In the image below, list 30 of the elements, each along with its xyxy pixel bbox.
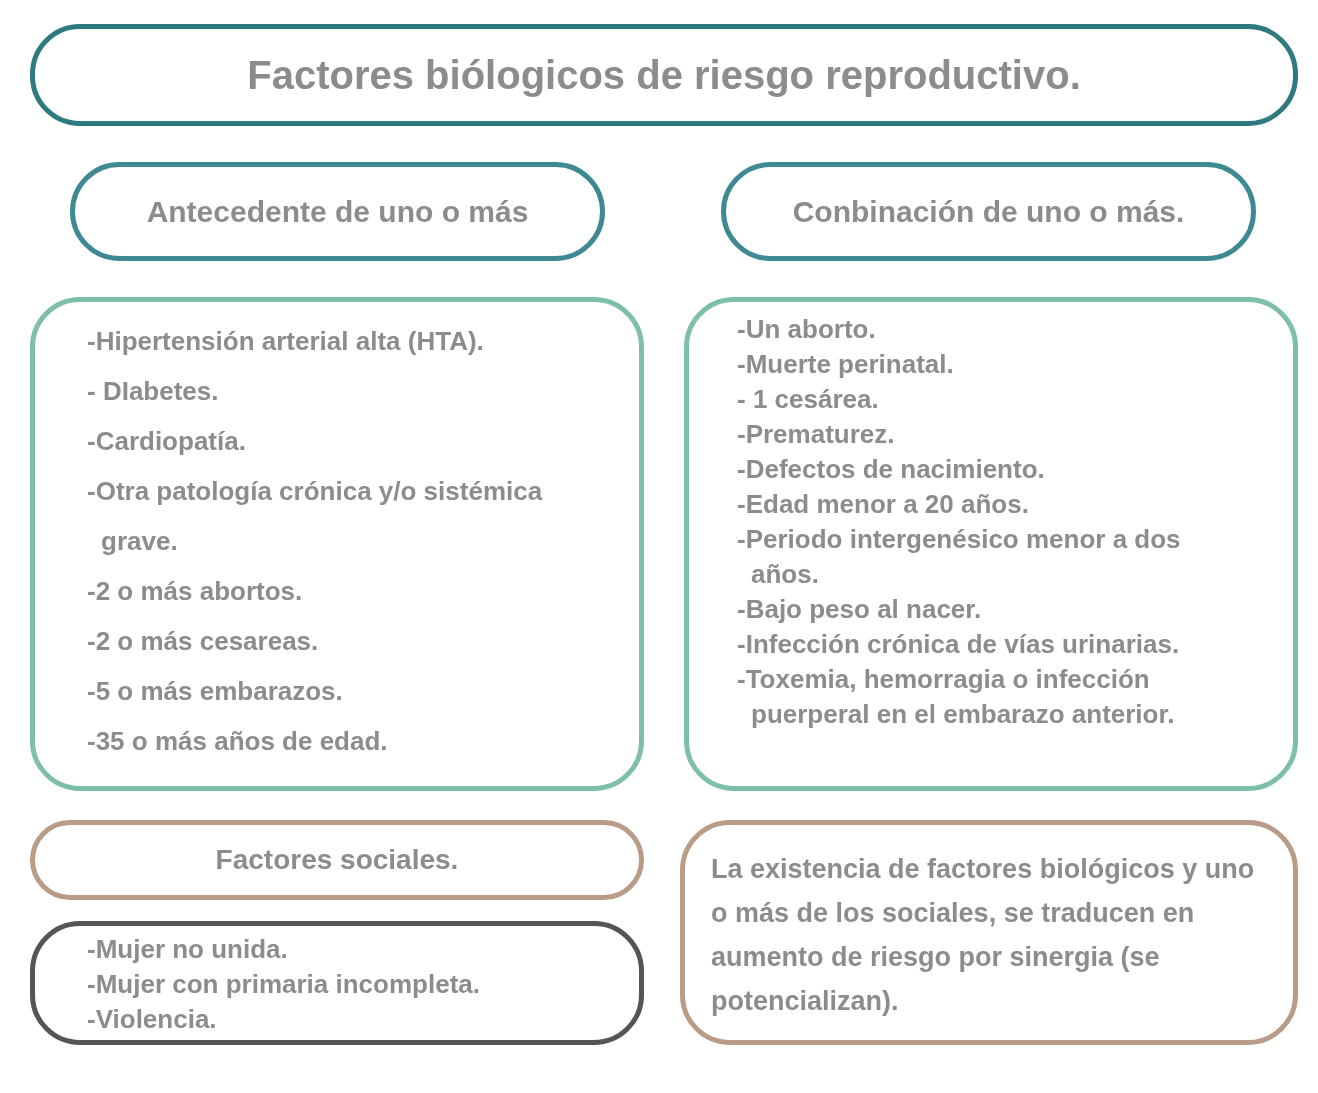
note-text: La existencia de factores biológicos y uno o más de los sociales, se traducen en aumento de riesgo por sinergia (se potencializan).	[711, 853, 1256, 1018]
header-text: Conbinación de uno o más.	[792, 194, 1185, 229]
list-item: - DIabetes.	[87, 375, 220, 408]
list-box	[30, 297, 644, 791]
list-item: -Un aborto.	[737, 313, 877, 346]
list-item: - 1 cesárea.	[737, 383, 880, 416]
list-item: -Otra patología crónica y/o sistémica grave.	[87, 475, 544, 558]
note-box	[680, 820, 1298, 1045]
list-item: -Hipertensión arterial alta (HTA).	[87, 325, 485, 358]
list-item: -Muerte perinatal.	[737, 348, 955, 381]
list-item: -Violencia.	[87, 1003, 218, 1036]
list-item: -Cardiopatía.	[87, 425, 247, 458]
list-item: -35 o más años de edad.	[87, 725, 389, 758]
header-text: Factores sociales.	[215, 844, 459, 876]
list-item: -Prematurez.	[737, 418, 896, 451]
list-item: -Edad menor a 20 años.	[737, 488, 1030, 521]
list-item: -Toxemia, hemorragia o infección puerperal en el embarazo anterior.	[737, 663, 1176, 731]
list-item: -Mujer con primaria incompleta.	[87, 968, 481, 1001]
header-text: Antecedente de uno o más	[146, 194, 529, 229]
list-box	[30, 921, 644, 1045]
list-item: -2 o más cesareas.	[87, 625, 320, 658]
list-item: -Infección crónica de vías urinarias.	[737, 628, 1181, 661]
title-text: Factores biólogicos de riesgo reproductivo.	[247, 52, 1081, 98]
list-item: -Mujer no unida.	[87, 933, 289, 966]
list-item: -Periodo intergenésico menor a dos años.	[737, 523, 1182, 591]
list-item: -Bajo peso al nacer.	[737, 593, 983, 626]
list-item: -2 o más abortos.	[87, 575, 304, 608]
list-item: -Defectos de nacimiento.	[737, 453, 1046, 486]
list-box	[684, 297, 1298, 791]
list-item: -5 o más embarazos.	[87, 675, 344, 708]
